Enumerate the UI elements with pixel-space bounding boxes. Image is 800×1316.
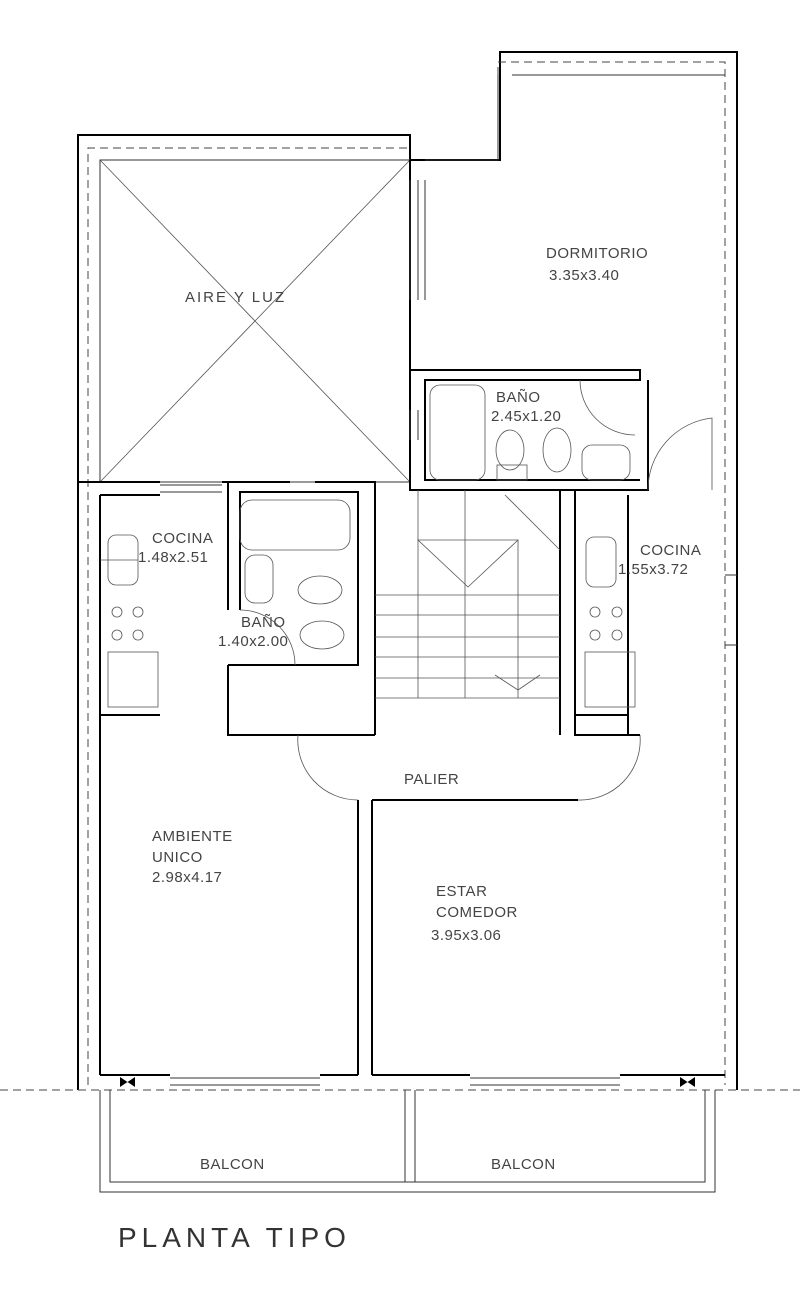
room-palier: PALIER bbox=[404, 771, 460, 788]
room-cocina-2: COCINA bbox=[640, 542, 702, 559]
room-bano-2: BAÑO bbox=[241, 614, 286, 631]
room-dormitorio-size: 3.35x3.40 bbox=[549, 267, 620, 284]
right-kitchen bbox=[575, 495, 636, 735]
stairs bbox=[298, 490, 595, 736]
upper-walls bbox=[409, 160, 713, 491]
room-ambiente-2: UNICO bbox=[152, 849, 203, 866]
front-facade bbox=[100, 1074, 725, 1087]
room-ambiente-size: 2.98x4.17 bbox=[152, 869, 223, 886]
room-estar-size: 3.95x3.06 bbox=[431, 927, 502, 944]
plan-title: PLANTA TIPO bbox=[118, 1222, 351, 1253]
room-estar: ESTAR bbox=[436, 883, 488, 900]
palier-area bbox=[297, 734, 641, 1075]
balcony bbox=[99, 1090, 716, 1193]
room-dormitorio: DORMITORIO bbox=[546, 245, 649, 262]
room-cocina-1-size: 1.48x2.51 bbox=[138, 549, 209, 566]
room-bano-1-size: 2.45x1.20 bbox=[491, 408, 562, 425]
room-balcon-2: BALCON bbox=[491, 1156, 556, 1173]
room-aire-luz: AIRE Y LUZ bbox=[185, 289, 287, 306]
left-block bbox=[78, 481, 376, 1075]
room-ambiente: AMBIENTE bbox=[152, 828, 233, 845]
room-cocina-1: COCINA bbox=[152, 530, 214, 547]
outer-walls bbox=[0, 51, 800, 1091]
aire-luz-void bbox=[99, 159, 411, 483]
room-bano-2-size: 1.40x2.00 bbox=[218, 633, 289, 650]
room-balcon-1: BALCON bbox=[200, 1156, 265, 1173]
room-estar-2: COMEDOR bbox=[436, 904, 518, 921]
room-cocina-2-size: 1.55x3.72 bbox=[618, 561, 689, 578]
room-bano-1: BAÑO bbox=[496, 389, 541, 406]
